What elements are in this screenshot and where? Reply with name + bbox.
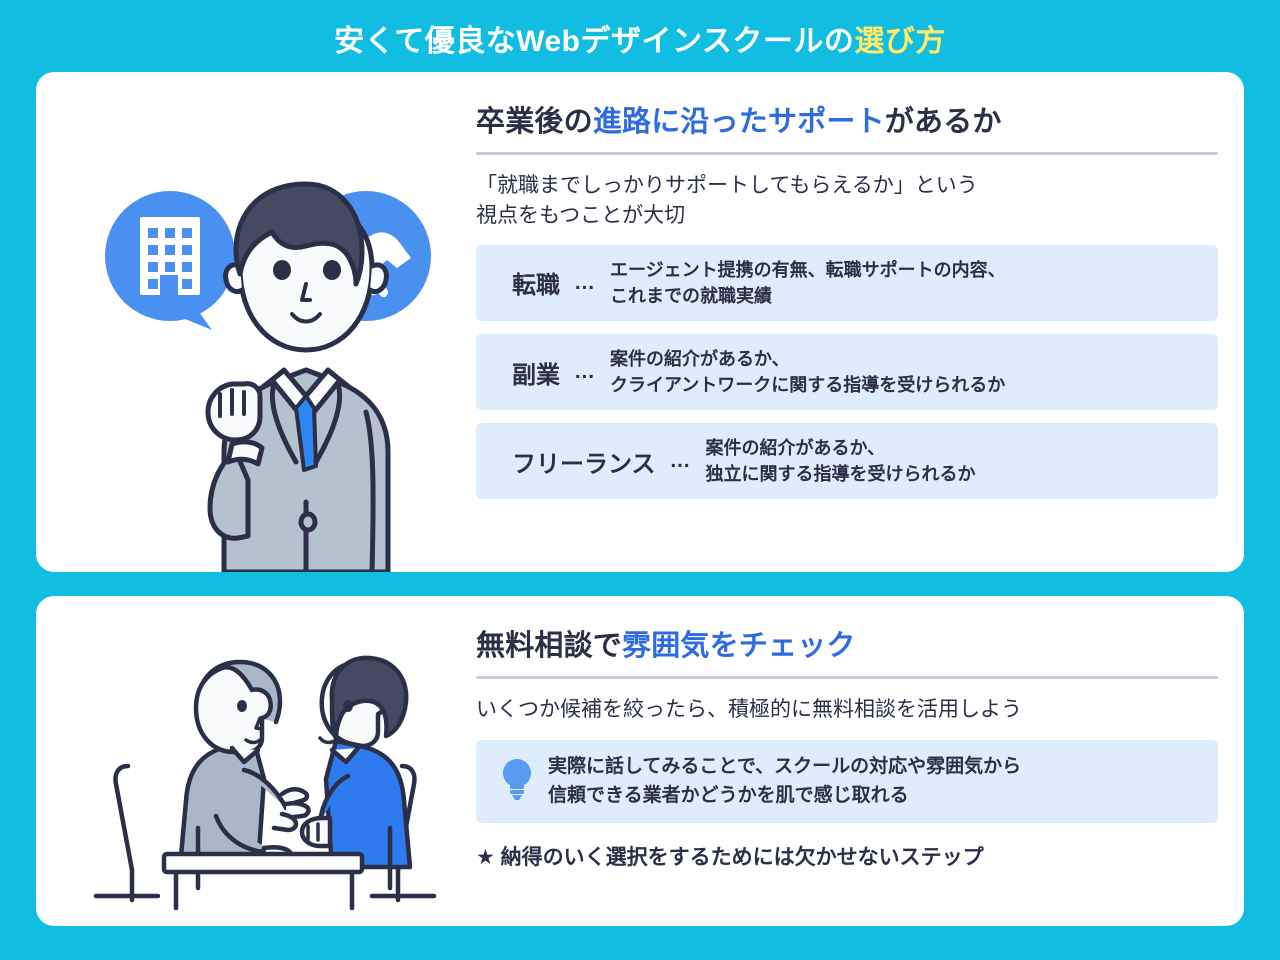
- info-box-side-job: 副業 … 案件の紹介があるか、 クライアントワークに関する指導を受けられるか: [476, 334, 1218, 411]
- section-card-1: 卒業後の進路に沿ったサポートがあるか 「就職までしっかりサポートしてもらえるか」…: [36, 72, 1244, 575]
- section-card-2: 無料相談で雰囲気をチェック いくつか候補を絞ったら、積極的に無料相談を活用しよう…: [36, 596, 1244, 926]
- section-1-body: 卒業後の進路に沿ったサポートがあるか 「就職までしっかりサポートしてもらえるか」…: [476, 72, 1218, 572]
- info-term: フリーランス: [512, 450, 656, 478]
- businessman-figure: [205, 181, 391, 575]
- section-2-heading-highlight: 雰囲気をチェック: [622, 630, 856, 662]
- info-dots-icon: …: [574, 360, 596, 384]
- tip-box: 実際に話してみることで、スクールの対応や雰囲気から 信頼できる業者かどうかを肌で…: [476, 740, 1218, 824]
- section-2-heading: 無料相談で雰囲気をチェック: [476, 622, 1218, 664]
- section-2-heading-pre: 無料相談で: [476, 630, 623, 662]
- illustration-meeting: [36, 596, 476, 926]
- page-title-text: 安くて優良なWebデザインスクールの選び方: [334, 16, 946, 60]
- illustration-businessman: [36, 72, 476, 575]
- info-term: 副業: [512, 361, 560, 389]
- person-right: [299, 655, 413, 891]
- meeting-illustration-svg: [93, 655, 437, 911]
- chair-left: [93, 763, 161, 903]
- section-1-heading-post: があるか: [884, 106, 1002, 138]
- table: [161, 851, 365, 911]
- info-box-freelance: フリーランス … 案件の紹介があるか、 独立に関する指導を受けられるか: [476, 423, 1218, 500]
- info-term: 転職: [512, 272, 560, 300]
- page-title: 安くて優良なWebデザインスクールの選び方: [0, 14, 1280, 62]
- section-1-heading: 卒業後の進路に沿ったサポートがあるか: [476, 98, 1218, 140]
- section-1-heading-pre: 卒業後の: [476, 106, 593, 138]
- section-1-lead: 「就職までしっかりサポートしてもらえるか」という 視点をもつことが大切: [476, 174, 978, 228]
- speech-bubble-building: [105, 191, 235, 330]
- page-title-highlight: 選び方: [854, 25, 946, 58]
- page-title-main: 安くて優良なWebデザインスクールの: [334, 25, 855, 58]
- info-dots-icon: …: [669, 449, 692, 473]
- section-2-divider: [476, 676, 1218, 679]
- info-desc: 案件の紹介があるか、 独立に関する指導を受けられるか: [705, 438, 976, 485]
- section-2-lead: いくつか候補を絞ったら、積極的に無料相談を活用しよう: [476, 698, 1022, 721]
- section-1-divider: [476, 152, 1218, 155]
- lightbulb-icon: [500, 757, 534, 806]
- tip-text: 実際に話してみることで、スクールの対応や雰囲気から 信頼できる業者かどうかを肌で…: [548, 756, 1022, 806]
- star-note: ★ 納得のいく選択をするためには欠かせないステップ: [476, 846, 984, 870]
- info-desc: 案件の紹介があるか、 クライアントワークに関する指導を受けられるか: [610, 349, 1006, 396]
- info-dots-icon: …: [574, 270, 596, 294]
- businessman-illustration-svg: [105, 181, 431, 575]
- info-desc: エージェント提携の有無、転職サポートの内容、 これまでの就職実績: [610, 259, 1006, 306]
- section-2-body: 無料相談で雰囲気をチェック いくつか候補を絞ったら、積極的に無料相談を活用しよう…: [476, 596, 1218, 926]
- info-box-career-change: 転職 … エージェント提携の有無、転職サポートの内容、 これまでの就職実績: [476, 244, 1218, 322]
- section-1-heading-highlight: 進路に沿ったサポート: [592, 106, 885, 138]
